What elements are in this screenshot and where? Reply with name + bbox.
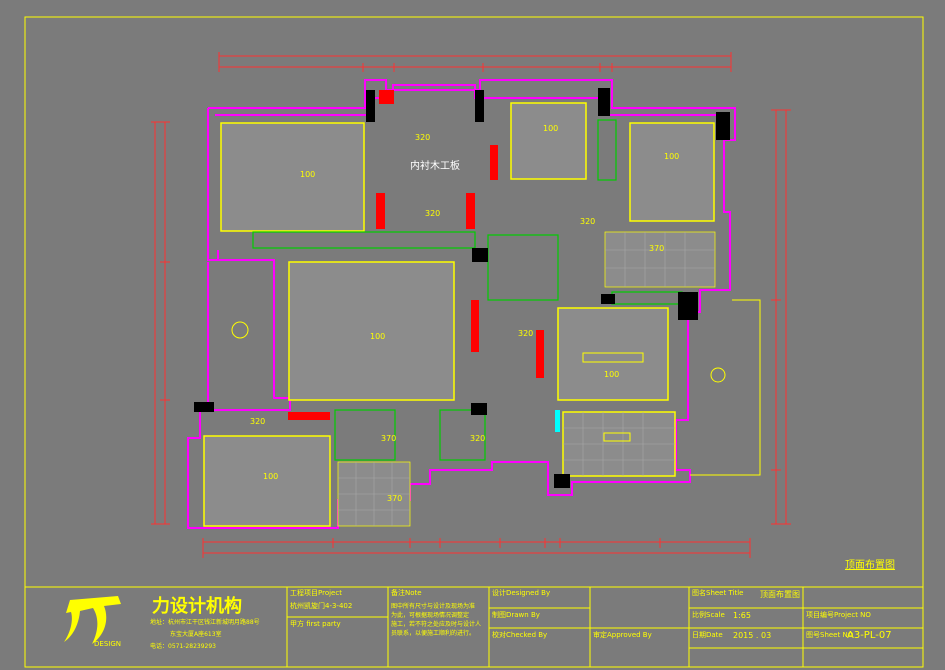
- address-line: 东宝大厦A座613室: [170, 631, 222, 638]
- ceiling-height-label: 370: [649, 244, 664, 253]
- light-strip: [603, 432, 631, 442]
- logo-sub: DESIGN: [94, 640, 121, 648]
- project-number-label: 项目编号Project NO: [806, 611, 871, 619]
- light-strip: [582, 352, 644, 363]
- date-label: 日期Date: [692, 631, 723, 639]
- living-room-ceiling: [288, 261, 455, 401]
- study-ceiling: [203, 435, 331, 527]
- project-label: 工程项目Project: [290, 589, 342, 597]
- dining-ceiling: [557, 307, 669, 401]
- ceiling-height-label: 320: [470, 434, 485, 443]
- party-label: 甲方 first party: [290, 620, 341, 628]
- date-value: 2015 . 03: [733, 631, 772, 640]
- ceiling-height-label: 370: [381, 434, 396, 443]
- ceiling-labels: 320 320 320 320 320 320 100 100 100 100 …: [250, 124, 679, 503]
- ceiling-height-label: 100: [300, 170, 315, 179]
- top-dimension-lines: [218, 52, 732, 72]
- ceiling-height-label: 320: [518, 329, 533, 338]
- drawn-label: 制图Drawn By: [492, 611, 540, 619]
- company-name: 力设计机构: [152, 596, 242, 617]
- sheet-number-label: 图号Sheet NO: [806, 631, 854, 639]
- sheet-title-value: 顶面布置图: [760, 590, 800, 599]
- notes-text: 施工，若不符之处应及时与设计人: [391, 621, 482, 628]
- scale-value: 1:65: [733, 611, 751, 620]
- title-block: [24, 586, 924, 668]
- ceiling-height-label: 320: [425, 209, 440, 218]
- address-line: 地址：杭州市江干区钱江新城明月路88号: [150, 619, 260, 626]
- new-walls: [288, 90, 544, 420]
- ceiling-height-label: 320: [250, 417, 265, 426]
- designed-label: 设计Designed By: [492, 589, 551, 597]
- notes-text: 图中所有尺寸与设计及现场为准: [391, 603, 476, 610]
- phone-number: 电话：0571-28239293: [150, 643, 216, 650]
- left-dimension-lines: [151, 121, 170, 525]
- company-logo-icon: [64, 596, 121, 644]
- cabinets: [252, 119, 683, 461]
- bottom-dimension-lines: [202, 538, 751, 558]
- scale-label: 比例Scale: [692, 611, 725, 619]
- balcony: [231, 299, 761, 476]
- bedroom-ceiling: [220, 122, 365, 232]
- bathroom-ceiling: [510, 102, 587, 180]
- notes-text: 员联系，以便施工顺利的进行。: [391, 630, 476, 637]
- notes-text: 为此，可根据现场情况调整定: [391, 612, 470, 619]
- ceiling-height-label: 320: [580, 217, 595, 226]
- room-outlines: [203, 102, 715, 527]
- ceiling-height-label: 320: [415, 133, 430, 142]
- notes-label: 备注Note: [391, 589, 422, 597]
- bedroom-2-ceiling: [629, 122, 715, 222]
- project-value: 杭州凯旋门4-3-402: [290, 602, 353, 610]
- ceiling-height-label: 100: [543, 124, 558, 133]
- grid-lines: [338, 232, 715, 526]
- ceiling-height-label: 100: [263, 472, 278, 481]
- sheet-title-label: 图名Sheet Title: [692, 589, 744, 597]
- note-label: 内衬木工板: [410, 159, 460, 172]
- ceiling-height-label: 100: [604, 370, 619, 379]
- ceiling-height-label: 100: [370, 332, 385, 341]
- ceiling-height-label: 100: [664, 152, 679, 161]
- columns: [194, 88, 730, 488]
- sheet-number-value: A3-PL-07: [847, 630, 892, 641]
- right-dimension-lines: [771, 109, 791, 525]
- drawing-title-tag: 顶面布置图: [845, 559, 895, 571]
- approved-label: 审定Approved By: [593, 631, 652, 639]
- window-mark: [555, 410, 560, 432]
- checked-label: 校对Checked By: [492, 631, 548, 639]
- ceiling-height-label: 370: [387, 494, 402, 503]
